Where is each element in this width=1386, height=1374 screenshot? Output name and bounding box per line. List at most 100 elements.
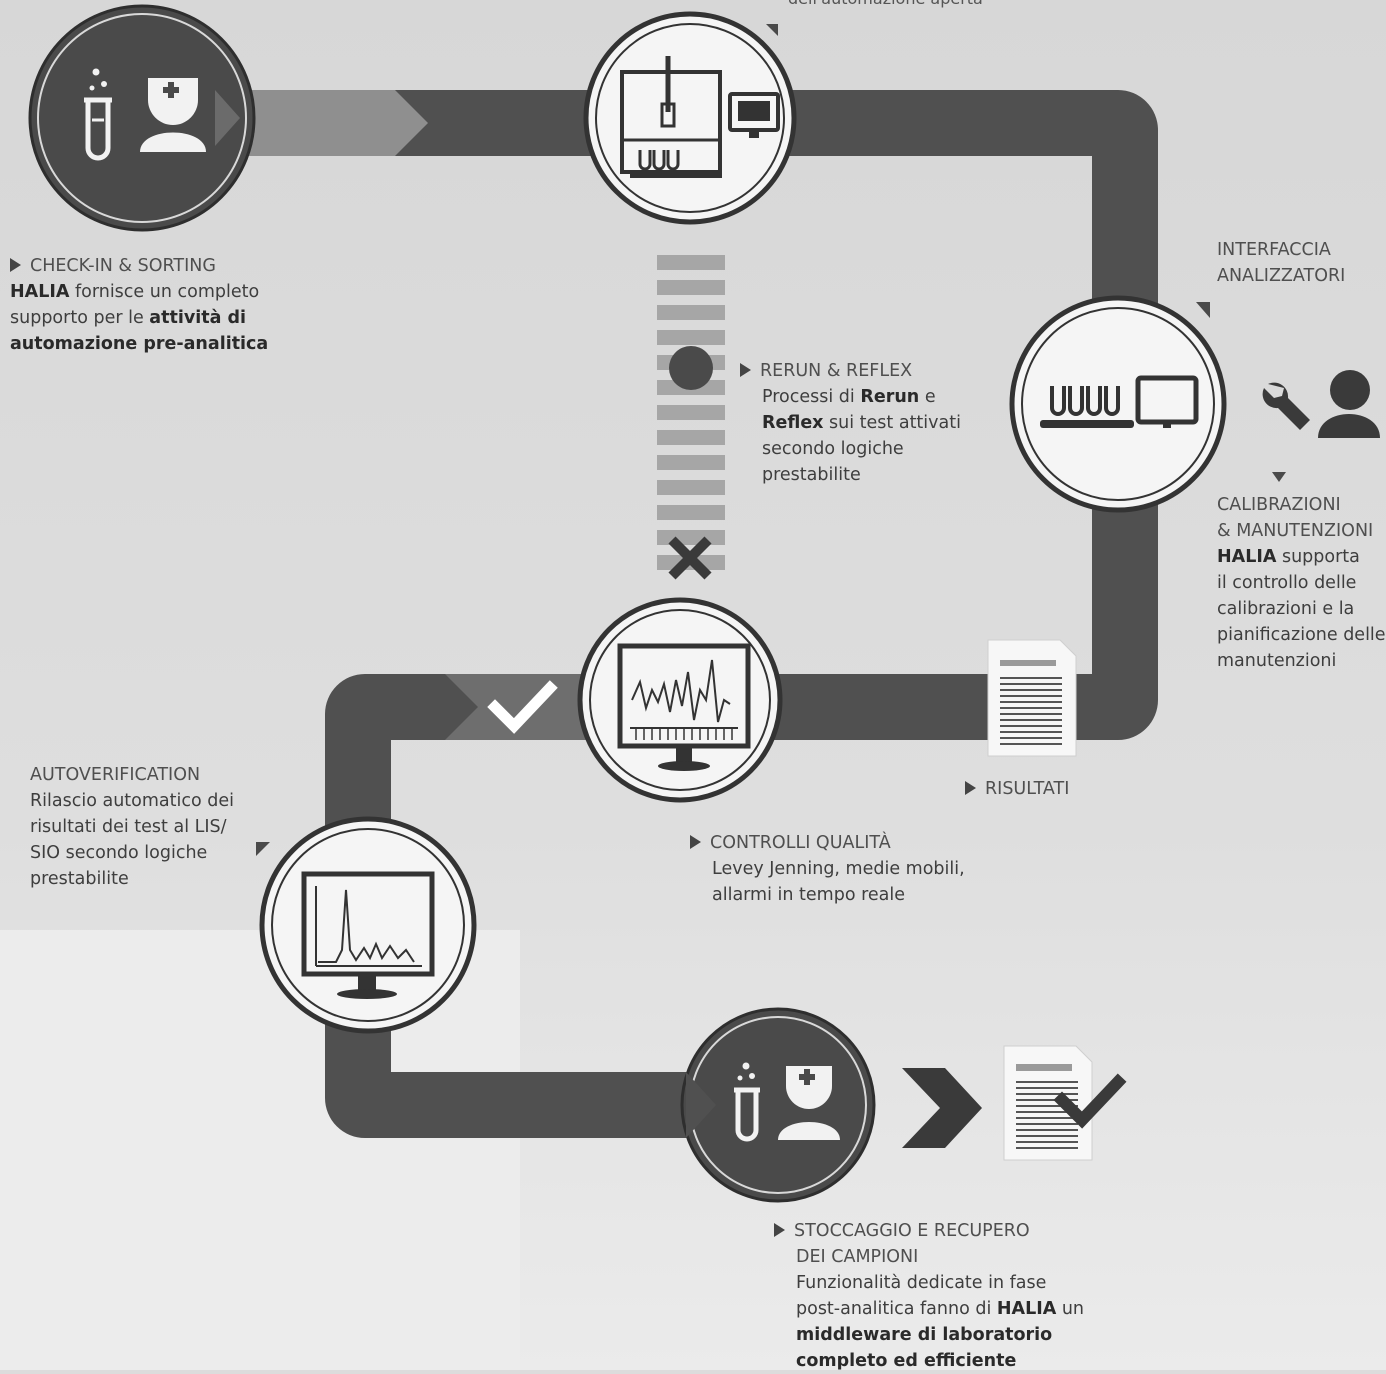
qualita-node [577, 597, 783, 803]
nurse-icon [778, 1066, 840, 1140]
body-text: prestabilite [30, 869, 129, 889]
body-text: e [919, 387, 936, 407]
chevron-icon [215, 90, 240, 146]
analyzer-node [583, 11, 797, 225]
test-tube-icon [734, 1062, 760, 1142]
rerun-description-line: Processi di Rerun e [740, 384, 961, 410]
emphasis-text: middleware di laboratorio [796, 1325, 1053, 1345]
pointer-icon [256, 842, 270, 856]
body-text: un [1056, 1299, 1085, 1319]
calibrazioni-description-line: il controllo delle [1217, 570, 1386, 596]
risultati-heading-text: RISULTATI [985, 779, 1070, 799]
document-icon [987, 639, 1077, 757]
emphasis-text: completo ed efficiente [796, 1351, 1017, 1371]
autoverification-description-line: prestabilite [30, 866, 234, 892]
checkmark-icon [487, 680, 558, 734]
track-segment-dark [395, 90, 600, 156]
monitor-chart-icon [617, 643, 751, 771]
interfaccia-heading: ANALIZZATORI [1217, 263, 1345, 289]
body-text: supporta [1276, 547, 1360, 567]
monitor-icon [1135, 375, 1199, 428]
emphasis-text: automazione pre-analitica [10, 334, 269, 354]
risultati-label: RISULTATI [965, 776, 1069, 802]
body-text: SIO secondo logiche [30, 843, 208, 863]
interfaccia-node [1009, 295, 1227, 513]
calibrazioni-description-line: calibrazioni e la [1217, 596, 1386, 622]
qualita-description-line: Levey Jenning, medie mobili, [690, 856, 965, 882]
calibrazioni-description-line: pianificazione delle [1217, 622, 1386, 648]
autoverification-description-line: risultati dei test al LIS/ [30, 814, 234, 840]
body-text: risultati dei test al LIS/ [30, 817, 227, 837]
track-segment-mid [445, 674, 600, 740]
interfaccia-heading-text: INTERFACCIA [1217, 240, 1331, 260]
chevron-icon [686, 1072, 716, 1138]
rerun-description-line: secondo logiche [740, 436, 961, 462]
bullet-arrow-icon [740, 363, 751, 377]
pointer-icon [766, 24, 778, 36]
autoverification-description-line: SIO secondo logiche [30, 840, 234, 866]
body-text: fornisce un completo [69, 282, 260, 302]
stoccaggio-description-line: completo ed efficiente [774, 1348, 1084, 1374]
checkin-description-line: HALIA fornisce un completo [10, 279, 268, 305]
process-track [200, 90, 1158, 1138]
test-tube-icon [84, 68, 112, 161]
interfaccia-label: INTERFACCIA ANALIZZATORI [1217, 237, 1345, 289]
calibrazioni-heading-text: CALIBRAZIONI [1217, 495, 1341, 515]
wrench-icon [1262, 382, 1310, 430]
calibrazioni-heading-text: & MANUTENZIONI [1217, 521, 1374, 541]
calibrazioni-description-line: HALIA supporta [1217, 544, 1386, 570]
qualita-description-line: allarmi in tempo reale [690, 882, 965, 908]
bullet-arrow-icon [10, 258, 21, 272]
top-caption: dell'automazione aperta [788, 0, 983, 12]
track-left-loop [325, 674, 700, 1138]
emphasis-text: Rerun [860, 387, 920, 407]
calibrazioni-heading: CALIBRAZIONI [1217, 492, 1386, 518]
risultati-heading: RISULTATI [965, 776, 1069, 802]
body-text: allarmi in tempo reale [712, 885, 906, 905]
checkin-label: CHECK-IN & SORTING HALIA fornisce un comp… [10, 253, 268, 357]
emphasis-text: HALIA [1217, 547, 1277, 567]
body-text: Processi di [762, 387, 861, 407]
emphasis-text: HALIA [10, 282, 70, 302]
body-text: Funzionalità dedicate in fase [796, 1273, 1047, 1293]
bullet-arrow-icon [690, 835, 701, 849]
checkin-description-line: supporto per le attività di [10, 305, 268, 331]
stoccaggio-node [680, 1007, 876, 1203]
calibrazioni-label: CALIBRAZIONI & MANUTENZIONI HALIA supporta… [1217, 492, 1386, 674]
checkin-node [28, 4, 256, 232]
qualita-heading: CONTROLLI QUALITÀ [690, 830, 965, 856]
body-text: pianificazione delle [1217, 625, 1386, 645]
pointer-icon [1272, 472, 1286, 482]
stoccaggio-heading: STOCCAGGIO E RECUPERO [774, 1218, 1084, 1244]
track-right-loop [760, 90, 1158, 740]
body-text: sui test attivati [823, 413, 961, 433]
analyzer-tubes-icon [1040, 386, 1134, 428]
checkin-description-line: automazione pre-analitica [10, 331, 268, 357]
rerun-heading: RERUN & REFLEX [740, 358, 961, 384]
stoccaggio-description-line: post-analitica fanno di HALIA un [774, 1296, 1084, 1322]
pointer-icon [1196, 302, 1210, 318]
autoverification-node [256, 816, 477, 1034]
interfaccia-heading: INTERFACCIA [1217, 237, 1345, 263]
bullet-arrow-icon [965, 781, 976, 795]
document-check-icon [1003, 1045, 1127, 1161]
qualita-label: CONTROLLI QUALITÀ Levey Jenning, medie mo… [690, 830, 965, 908]
body-text: il controllo delle [1217, 573, 1357, 593]
stoccaggio-description-line: Funzionalità dedicate in fase [774, 1270, 1084, 1296]
analyzer-icon [620, 56, 722, 178]
stoccaggio-description-line: middleware di laboratorio [774, 1322, 1084, 1348]
checkmark-icon [1053, 1073, 1127, 1129]
body-text: post-analitica fanno di [796, 1299, 997, 1319]
body-text: calibrazioni e la [1217, 599, 1355, 619]
stoccaggio-heading: DEI CAMPIONI [774, 1244, 1084, 1270]
checkin-heading-text: CHECK-IN & SORTING [30, 256, 216, 276]
emphasis-text: attività di [149, 308, 247, 328]
body-text: secondo logiche [762, 439, 904, 459]
cross-icon [668, 536, 712, 580]
qualita-heading-text: CONTROLLI QUALITÀ [710, 833, 891, 853]
autoverification-heading: AUTOVERIFICATION [30, 762, 234, 788]
person-icon [1318, 370, 1380, 438]
